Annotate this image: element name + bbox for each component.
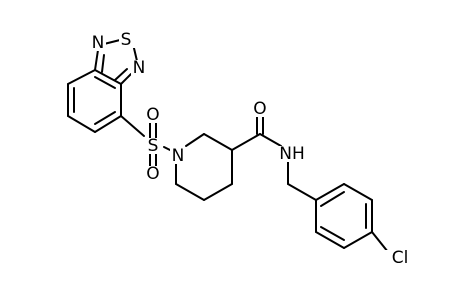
- atom-n-piperidine: N: [172, 146, 185, 166]
- atom-o-sulfonyl-bottom: O: [146, 164, 159, 184]
- atom-o-carbonyl: O: [253, 99, 266, 119]
- atom-n-thiadiazole-left: N: [92, 33, 105, 53]
- atom-labels: N S N S O O N O NH Cl: [90, 30, 413, 268]
- bonds: [67, 39, 389, 253]
- atom-n-thiadiazole-right: N: [133, 58, 146, 78]
- atom-o-sulfonyl-top: O: [146, 105, 159, 125]
- atom-s-sulfonyl: S: [148, 136, 159, 156]
- atom-nh-amide: NH: [279, 144, 305, 164]
- atom-s-thiadiazole: S: [121, 30, 132, 50]
- atom-cl: Cl: [392, 248, 409, 268]
